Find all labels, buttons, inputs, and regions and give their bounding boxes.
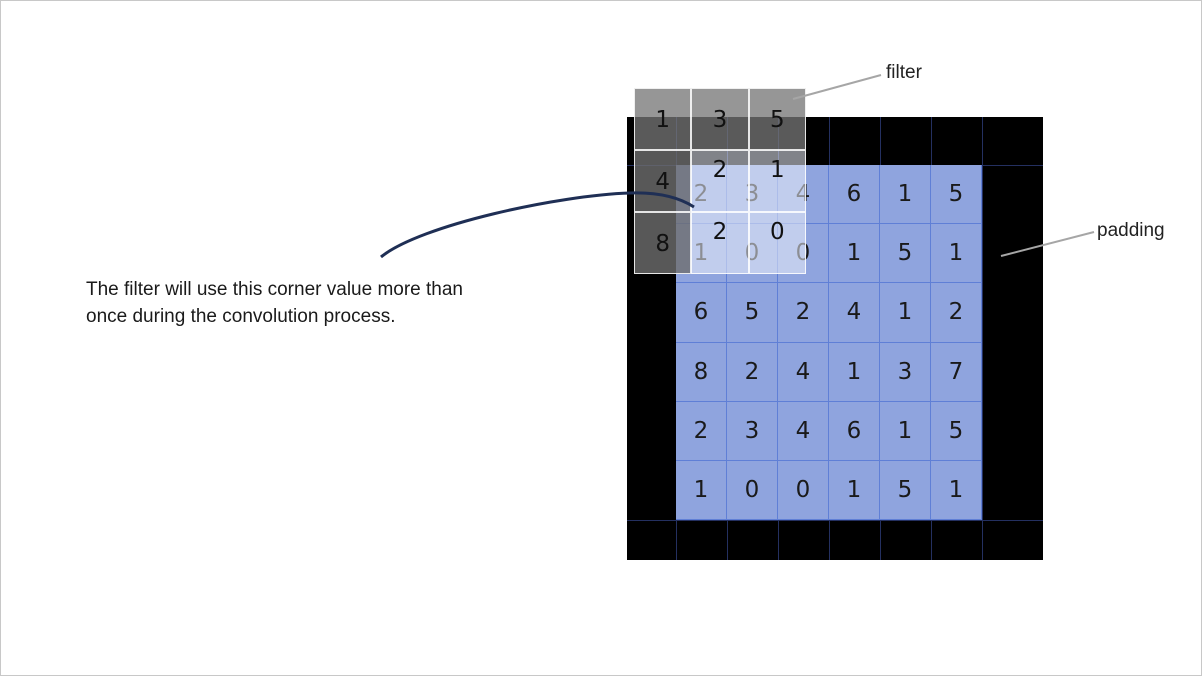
filter-label: filter (886, 62, 922, 83)
input-cell: 2 (778, 283, 829, 343)
filter-cell: 0 (748, 212, 806, 274)
padding-gridline (627, 520, 1043, 521)
filter-value: 1 (655, 107, 670, 133)
input-cell: 6 (829, 401, 880, 461)
filter-value: 5 (770, 107, 785, 133)
filter-value: 8 (655, 231, 670, 257)
filter-cell: 8 (634, 212, 692, 274)
filter-cell: 4 (634, 150, 692, 212)
input-cell: 1 (880, 401, 931, 461)
input-cell: 4 (778, 401, 829, 461)
filter-cell: 1 (748, 150, 806, 212)
input-cell: 5 (727, 283, 778, 343)
caption-line: The filter will use this corner value mo… (86, 279, 463, 300)
input-cell: 1 (931, 460, 982, 521)
input-cell: 5 (931, 165, 982, 225)
input-cell: 2 (676, 401, 727, 461)
input-cell: 7 (931, 342, 982, 402)
filter-value: 2 (712, 219, 728, 245)
input-cell: 1 (931, 224, 982, 284)
filter-value: 2 (712, 157, 728, 183)
caption-line: once during the convolution process. (86, 306, 396, 327)
filter-value: 1 (770, 157, 785, 183)
input-cell: 0 (727, 460, 778, 521)
input-cell: 1 (829, 460, 880, 521)
input-cell: 1 (880, 165, 931, 225)
filter-cell: 2 (691, 212, 749, 274)
input-cell: 2 (931, 283, 982, 343)
input-cell: 1 (829, 342, 880, 402)
input-cell: 1 (880, 283, 931, 343)
filter-cell: 3 (691, 88, 749, 150)
input-cell: 3 (727, 401, 778, 461)
filter-value: 0 (770, 219, 785, 245)
filter-cell: 1 (634, 88, 692, 150)
filter-cell: 5 (748, 88, 806, 150)
filter-value: 4 (655, 169, 670, 195)
input-cell: 4 (829, 283, 880, 343)
input-cell: 5 (880, 460, 931, 521)
filter-overlay: 1 3 5 4 2 1 8 2 0 (634, 88, 806, 274)
input-cell: 1 (829, 224, 880, 284)
input-cell: 5 (931, 401, 982, 461)
input-cell: 1 (676, 460, 727, 521)
input-cell: 8 (676, 342, 727, 402)
filter-value: 3 (712, 107, 728, 133)
filter-cell: 2 (691, 150, 749, 212)
input-cell: 3 (880, 342, 931, 402)
padding-label: padding (1097, 220, 1165, 241)
input-cell: 6 (676, 283, 727, 343)
padding-gridline (982, 117, 983, 560)
input-cell: 5 (880, 224, 931, 284)
input-cell: 2 (727, 342, 778, 402)
caption-text: The filter will use this corner value mo… (86, 276, 516, 330)
input-cell: 6 (829, 165, 880, 225)
input-cell: 4 (778, 342, 829, 402)
input-cell: 0 (778, 460, 829, 521)
